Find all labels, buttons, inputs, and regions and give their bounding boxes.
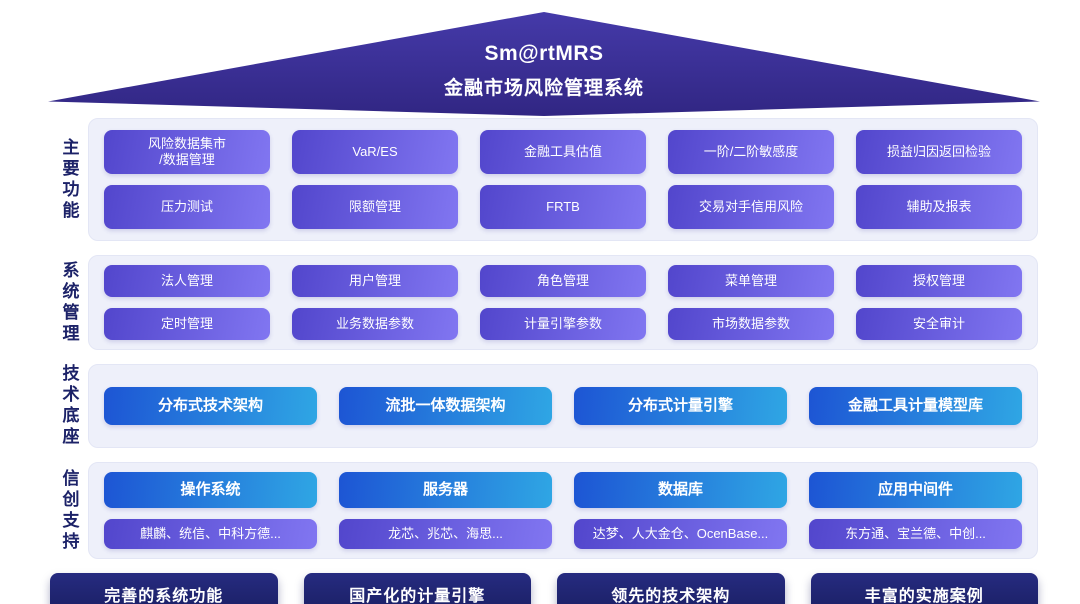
tech-pill: 流批一体数据架构 bbox=[339, 387, 552, 425]
system-management-row-2: 定时管理 业务数据参数 计量引擎参数 市场数据参数 安全审计 bbox=[104, 308, 1022, 340]
feature-pill: VaR/ES bbox=[292, 130, 458, 174]
main-functions-panel: 风险数据集市 /数据管理 VaR/ES 金融工具估值 一阶/二阶敏感度 损益归因… bbox=[88, 118, 1038, 241]
feature-pill: 定时管理 bbox=[104, 308, 270, 340]
tech-pill: 金融工具计量模型库 bbox=[809, 387, 1022, 425]
feature-pill: 菜单管理 bbox=[668, 265, 834, 297]
product-name: Sm@rtMRS bbox=[484, 42, 604, 65]
category-pill: 数据库 bbox=[574, 472, 787, 508]
footer-highlights: 完善的系统功能 国产化的计量引擎 领先的技术架构 丰富的实施案例 bbox=[50, 573, 1038, 604]
vendor-pill: 龙芯、兆芯、海思... bbox=[339, 519, 552, 549]
highlight-pill: 丰富的实施案例 bbox=[810, 573, 1038, 604]
tech-pill: 分布式计量引擎 bbox=[574, 387, 787, 425]
section-label-system-management: 系统管理 bbox=[59, 260, 79, 345]
feature-pill: 市场数据参数 bbox=[668, 308, 834, 340]
feature-pill: 业务数据参数 bbox=[292, 308, 458, 340]
feature-pill: 损益归因返回检验 bbox=[856, 130, 1022, 174]
vendor-pill: 达梦、人大金仓、OcenBase... bbox=[574, 519, 787, 549]
tech-foundation-row: 分布式技术架构 流批一体数据架构 分布式计量引擎 金融工具计量模型库 bbox=[104, 387, 1022, 425]
system-management-panel: 法人管理 用户管理 角色管理 菜单管理 授权管理 定时管理 业务数据参数 计量引… bbox=[88, 255, 1038, 350]
section-label-xinchuang-support: 信创支持 bbox=[59, 468, 79, 553]
category-pill: 服务器 bbox=[339, 472, 552, 508]
highlight-pill: 领先的技术架构 bbox=[557, 573, 785, 604]
highlight-pill: 完善的系统功能 bbox=[50, 573, 278, 604]
feature-pill: 角色管理 bbox=[480, 265, 646, 297]
feature-pill: FRTB bbox=[480, 185, 646, 229]
xinchuang-vendor-row: 麒麟、统信、中科方德... 龙芯、兆芯、海思... 达梦、人大金仓、OcenBa… bbox=[104, 519, 1022, 549]
diagram-body: 主要功能 风险数据集市 /数据管理 VaR/ES 金融工具估值 一阶/二阶敏感度… bbox=[50, 118, 1038, 604]
feature-pill: 辅助及报表 bbox=[856, 185, 1022, 229]
feature-pill: 用户管理 bbox=[292, 265, 458, 297]
highlight-pill: 国产化的计量引擎 bbox=[303, 573, 531, 604]
feature-pill: 法人管理 bbox=[104, 265, 270, 297]
section-main-functions: 主要功能 风险数据集市 /数据管理 VaR/ES 金融工具估值 一阶/二阶敏感度… bbox=[50, 118, 1038, 241]
section-label-tech-foundation: 技术底座 bbox=[59, 364, 79, 448]
category-pill: 操作系统 bbox=[104, 472, 317, 508]
tech-foundation-panel: 分布式技术架构 流批一体数据架构 分布式计量引擎 金融工具计量模型库 bbox=[88, 364, 1038, 448]
section-xinchuang-support: 信创支持 操作系统 服务器 数据库 应用中间件 麒麟、统信、中科方德... 龙芯… bbox=[50, 462, 1038, 559]
tech-pill: 分布式技术架构 bbox=[104, 387, 317, 425]
section-label-main-functions: 主要功能 bbox=[59, 137, 79, 222]
category-pill: 应用中间件 bbox=[809, 472, 1022, 508]
feature-pill: 限额管理 bbox=[292, 185, 458, 229]
vendor-pill: 麒麟、统信、中科方德... bbox=[104, 519, 317, 549]
feature-pill: 交易对手信用风险 bbox=[668, 185, 834, 229]
feature-pill: 授权管理 bbox=[856, 265, 1022, 297]
section-tech-foundation: 技术底座 分布式技术架构 流批一体数据架构 分布式计量引擎 金融工具计量模型库 bbox=[50, 364, 1038, 448]
feature-pill: 压力测试 bbox=[104, 185, 270, 229]
main-functions-row-2: 压力测试 限额管理 FRTB 交易对手信用风险 辅助及报表 bbox=[104, 185, 1022, 229]
feature-pill: 风险数据集市 /数据管理 bbox=[104, 130, 270, 174]
system-management-row-1: 法人管理 用户管理 角色管理 菜单管理 授权管理 bbox=[104, 265, 1022, 297]
vendor-pill: 东方通、宝兰德、中创... bbox=[809, 519, 1022, 549]
feature-pill: 计量引擎参数 bbox=[480, 308, 646, 340]
roof-banner: Sm@rtMRS 金融市场风险管理系统 bbox=[48, 12, 1040, 116]
xinchuang-category-row: 操作系统 服务器 数据库 应用中间件 bbox=[104, 472, 1022, 508]
feature-pill: 金融工具估值 bbox=[480, 130, 646, 174]
product-subtitle: 金融市场风险管理系统 bbox=[443, 78, 644, 99]
xinchuang-support-panel: 操作系统 服务器 数据库 应用中间件 麒麟、统信、中科方德... 龙芯、兆芯、海… bbox=[88, 462, 1038, 559]
feature-pill: 一阶/二阶敏感度 bbox=[668, 130, 834, 174]
feature-pill: 安全审计 bbox=[856, 308, 1022, 340]
main-functions-row-1: 风险数据集市 /数据管理 VaR/ES 金融工具估值 一阶/二阶敏感度 损益归因… bbox=[104, 130, 1022, 174]
section-system-management: 系统管理 法人管理 用户管理 角色管理 菜单管理 授权管理 定时管理 业务数据参… bbox=[50, 255, 1038, 350]
